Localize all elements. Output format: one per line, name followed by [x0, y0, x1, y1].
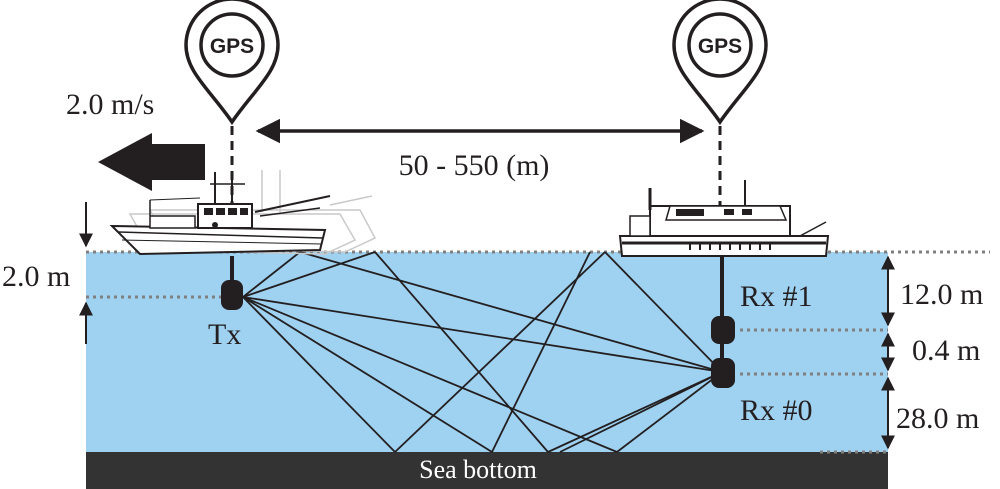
fishing-boat	[109, 172, 331, 256]
gps-drop-lines	[230, 126, 722, 205]
gps-pin-right: GPS	[672, 0, 768, 126]
rx-bottom-height-label: 28.0 m	[896, 402, 979, 435]
rx-spacing-label: 0.4 m	[912, 334, 980, 367]
dotted-reference-lines	[86, 250, 990, 454]
tx-depth-label: 2.0 m	[2, 260, 70, 293]
rx0-hydrophone	[711, 358, 735, 388]
tx-transducer	[221, 280, 243, 310]
gps-pin-left-label: GPS	[210, 35, 254, 58]
speed-label: 2.0 m/s	[66, 88, 154, 121]
water-body	[86, 252, 888, 452]
acoustic-ray-paths	[242, 251, 723, 453]
sea-bottom-label: Sea bottom	[419, 455, 537, 484]
rx1-label: Rx #1	[740, 280, 813, 313]
gps-pin-right-label: GPS	[698, 35, 742, 58]
sea-bottom-layer	[86, 452, 888, 489]
distance-label: 50 - 550 (m)	[399, 149, 550, 182]
rx-depth-top-label: 12.0 m	[900, 278, 983, 311]
rx1-hydrophone	[711, 316, 735, 344]
tx-label: Tx	[208, 318, 241, 351]
speed-arrow-icon	[98, 133, 205, 191]
research-vessel	[618, 180, 830, 257]
gps-pin-left: GPS	[184, 0, 280, 126]
rx0-label: Rx #0	[740, 394, 813, 427]
